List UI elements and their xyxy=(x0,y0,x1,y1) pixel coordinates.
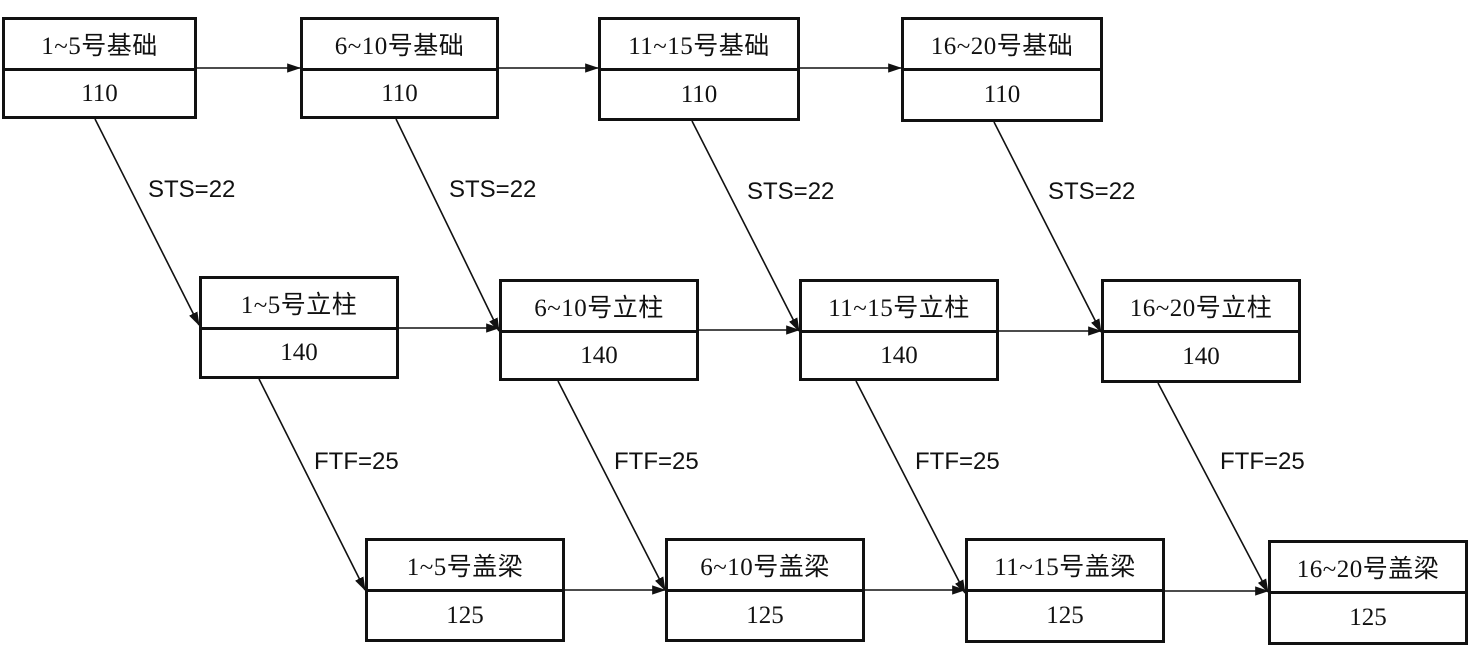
task-duration: 125 xyxy=(446,601,484,629)
task-name: 11~15号立柱 xyxy=(802,282,996,333)
task-name: 1~5号盖梁 xyxy=(368,541,562,592)
task-name: 11~15号盖梁 xyxy=(968,541,1162,592)
task-duration: 110 xyxy=(983,81,1021,108)
task-name: 16~20号基础 xyxy=(904,20,1100,71)
task-name: 16~20号立柱 xyxy=(1104,282,1298,333)
task-duration: 140 xyxy=(580,341,618,369)
lag-label-sts: STS=22 xyxy=(449,176,537,203)
task-name: 1~5号基础 xyxy=(5,20,194,71)
task-duration: 110 xyxy=(81,79,118,107)
task-name: 6~10号立柱 xyxy=(502,282,696,333)
task-node-foundation-1-5: 1~5号基础 110 xyxy=(2,17,197,119)
task-node-capbeam-11-15: 11~15号盖梁 125 xyxy=(965,538,1165,643)
task-duration: 110 xyxy=(381,79,418,107)
arrow-diagonal xyxy=(258,378,366,592)
task-name: 1~5号立柱 xyxy=(202,279,396,330)
task-node-foundation-11-15: 11~15号基础 110 xyxy=(598,17,800,121)
lag-label-sts: STS=22 xyxy=(148,176,236,203)
arrow-diagonal xyxy=(1157,382,1269,594)
task-node-column-6-10: 6~10号立柱 140 xyxy=(499,279,699,381)
task-duration: 125 xyxy=(746,601,784,629)
arrow-diagonal xyxy=(691,120,800,333)
task-duration: 125 xyxy=(1349,604,1387,631)
task-duration: 140 xyxy=(880,341,918,369)
arrow-diagonal xyxy=(94,118,200,327)
task-name: 6~10号基础 xyxy=(303,20,496,71)
task-name: 11~15号基础 xyxy=(601,20,797,71)
task-node-foundation-6-10: 6~10号基础 110 xyxy=(300,17,499,119)
task-node-capbeam-1-5: 1~5号盖梁 125 xyxy=(365,538,565,642)
arrow-diagonal xyxy=(855,380,966,595)
task-node-foundation-16-20: 16~20号基础 110 xyxy=(901,17,1103,122)
lag-label-ftf: FTF=25 xyxy=(614,448,699,475)
task-node-column-1-5: 1~5号立柱 140 xyxy=(199,276,399,379)
arrow-diagonal xyxy=(557,380,666,592)
lag-label-sts: STS=22 xyxy=(747,178,835,205)
arrow-diagonal xyxy=(395,118,500,333)
lag-label-ftf: FTF=25 xyxy=(915,448,1000,475)
task-node-column-11-15: 11~15号立柱 140 xyxy=(799,279,999,381)
task-node-column-16-20: 16~20号立柱 140 xyxy=(1101,279,1301,383)
arrow-diagonal xyxy=(993,121,1102,334)
task-duration: 110 xyxy=(680,80,718,108)
task-duration: 140 xyxy=(280,339,318,366)
lag-label-ftf: FTF=25 xyxy=(1220,448,1305,475)
task-duration: 140 xyxy=(1182,342,1220,370)
lag-label-sts: STS=22 xyxy=(1048,178,1136,205)
task-name: 16~20号盖梁 xyxy=(1271,543,1465,594)
task-node-capbeam-6-10: 6~10号盖梁 125 xyxy=(665,538,865,642)
lag-label-ftf: FTF=25 xyxy=(314,448,399,475)
task-name: 6~10号盖梁 xyxy=(668,541,862,592)
task-duration: 125 xyxy=(1046,602,1084,629)
task-node-capbeam-16-20: 16~20号盖梁 125 xyxy=(1268,540,1468,645)
